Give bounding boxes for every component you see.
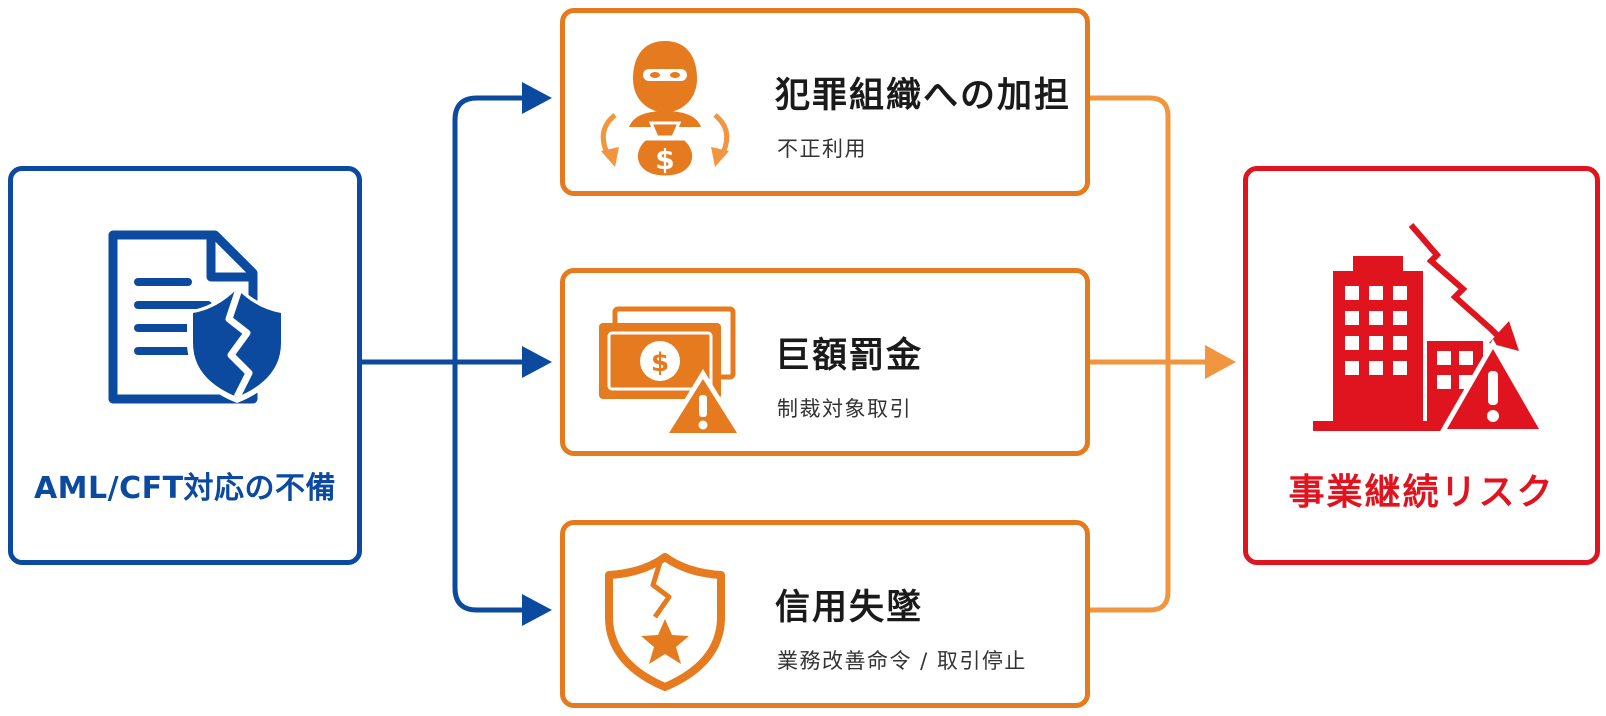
impact-box-reputation: 信用失墜 業務改善命令 / 取引停止 — [560, 520, 1090, 708]
orange-merge-lines — [1090, 95, 1210, 613]
impact-subtitle: 不正利用 — [777, 137, 867, 161]
broken-shield-document-icon — [108, 230, 287, 404]
arrowhead-middle — [522, 346, 552, 378]
impact-box-fine: $ 巨額罰金 制裁対象取引 — [560, 268, 1090, 456]
impact-box-criminal: $ 犯罪組織への加担 不正利用 — [560, 8, 1090, 196]
arrowhead-result — [1205, 345, 1236, 379]
impact-subtitle: 業務改善命令 / 取引停止 — [777, 649, 1027, 673]
source-label: AML/CFT対応の不備 — [33, 471, 337, 506]
arrowhead-top — [522, 82, 552, 114]
falling-building-warning-icon — [1313, 223, 1547, 433]
result-box: 事業継続リスク — [1243, 166, 1600, 565]
criminal-money-bag-icon: $ — [600, 41, 730, 179]
impact-subtitle: 制裁対象取引 — [777, 397, 912, 421]
impact-title: 巨額罰金 — [775, 336, 924, 376]
banknote-warning-icon: $ — [599, 306, 743, 435]
svg-text:$: $ — [651, 348, 669, 378]
result-label: 事業継続リスク — [1288, 472, 1555, 513]
arrowhead-bottom — [522, 594, 552, 626]
source-box: AML/CFT対応の不備 — [8, 166, 362, 565]
cracked-shield-star-icon — [605, 553, 725, 691]
blue-branch-lines — [362, 95, 527, 613]
blue-arrowheads — [522, 82, 552, 626]
impact-title: 信用失墜 — [775, 588, 924, 628]
impact-title: 犯罪組織への加担 — [775, 76, 1072, 116]
svg-text:$: $ — [655, 143, 674, 176]
